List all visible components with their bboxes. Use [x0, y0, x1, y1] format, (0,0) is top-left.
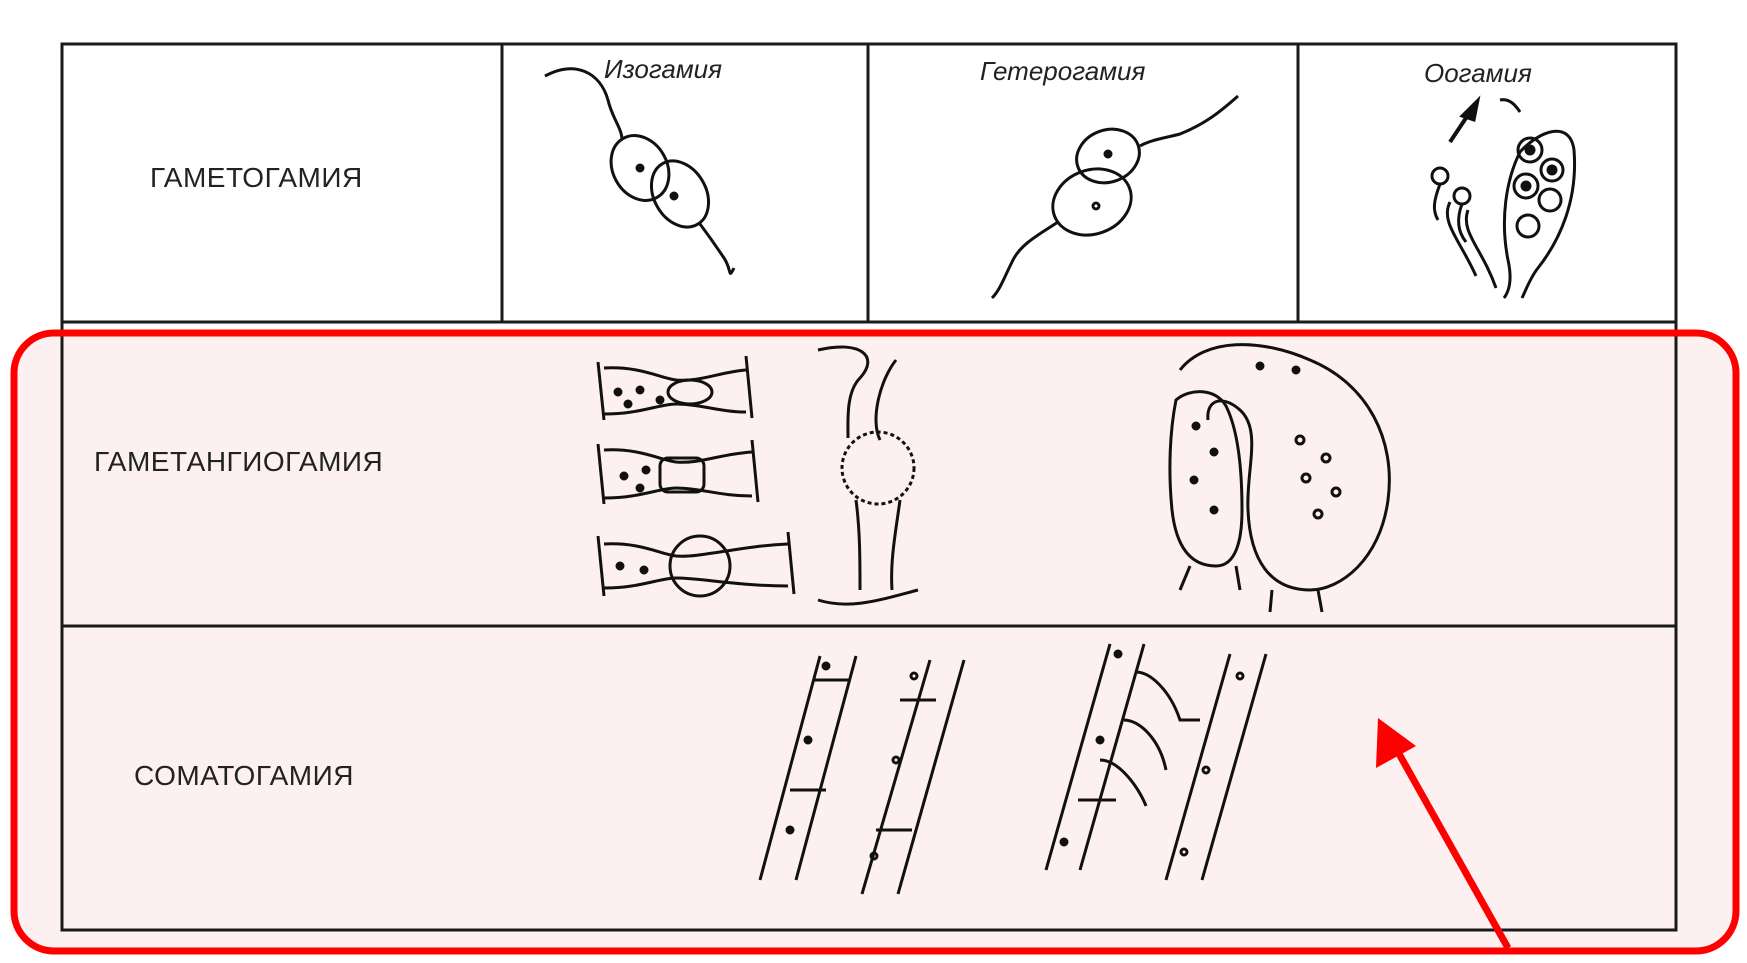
- row-label-gametogamy: ГАМЕТОГАМИЯ: [150, 162, 363, 194]
- oogamy-figure: [1432, 100, 1575, 298]
- column-header-heterogamy: Гетерогамия: [980, 56, 1145, 87]
- row-label-gametangiogamy: ГАМЕТАНГИОГАМИЯ: [94, 446, 383, 478]
- column-header-isogamy: Изогамия: [604, 54, 722, 85]
- heterogamy-figure: [992, 96, 1238, 298]
- row-label-somatogamy: СОМАТОГАМИЯ: [134, 760, 354, 792]
- column-header-oogamy: Оогамия: [1424, 58, 1532, 89]
- isogamy-figure: [545, 69, 734, 274]
